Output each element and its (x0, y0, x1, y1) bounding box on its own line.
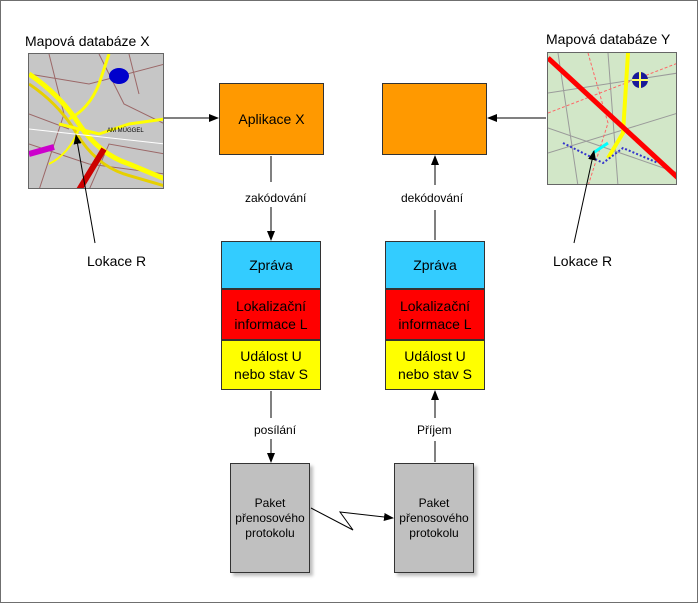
right-location-info-line2: informace L (398, 315, 472, 332)
right-message-header: Zpráva (385, 241, 485, 289)
receive-label: Příjem (417, 423, 452, 437)
right-location-info-line1: Lokalizační (399, 297, 471, 314)
application-x-box: Aplikace X (219, 83, 324, 155)
left-packet-line1: Paket (254, 495, 286, 510)
right-message-label: Zpráva (413, 257, 457, 273)
send-label: posílání (254, 423, 297, 437)
left-location-label: Lokace R (87, 253, 147, 269)
map-y-image (547, 52, 677, 185)
right-location-label: Lokace R (553, 253, 613, 269)
left-event-line1: Událost U (240, 348, 302, 364)
right-location-info: Lokalizační informace L (385, 289, 485, 340)
right-event-box: Událost U nebo stav S (385, 340, 485, 390)
transmission-link (310, 507, 394, 531)
left-event-box: Událost U nebo stav S (221, 340, 321, 390)
map-x-image: AM MÜGGEL (28, 53, 164, 189)
left-event-line2: nebo stav S (234, 366, 308, 382)
pointer-location-y (573, 150, 596, 244)
left-location-info-line2: informace L (234, 315, 308, 332)
left-location-info-line1: Lokalizační (235, 297, 307, 314)
left-packet-line2: přenosového (235, 510, 305, 525)
map-y-title: Mapová databáze Y (546, 31, 671, 47)
right-packet-line1: Paket (418, 495, 450, 510)
left-location-info: Lokalizační informace L (221, 289, 321, 340)
right-packet-line2: přenosového (399, 510, 469, 525)
right-packet-box: Paket přenosového protokolu (394, 463, 474, 573)
left-packet-line3: protokolu (245, 525, 295, 540)
map-x-street-label: AM MÜGGEL (107, 127, 144, 134)
left-message-header: Zpráva (221, 241, 321, 289)
decode-label: dekódování (401, 191, 464, 205)
left-packet-box: Paket přenosového protokolu (230, 463, 310, 573)
application-x-label: Aplikace X (238, 111, 305, 127)
left-message-label: Zpráva (249, 257, 293, 273)
map-x-title: Mapová databáze X (25, 33, 150, 49)
encode-label: zakódování (245, 191, 307, 205)
application-y-box (382, 83, 487, 155)
pointer-location-x (73, 134, 96, 244)
right-event-line2: nebo stav S (398, 366, 472, 382)
right-event-line1: Událost U (404, 348, 466, 364)
right-packet-line3: protokolu (409, 525, 459, 540)
